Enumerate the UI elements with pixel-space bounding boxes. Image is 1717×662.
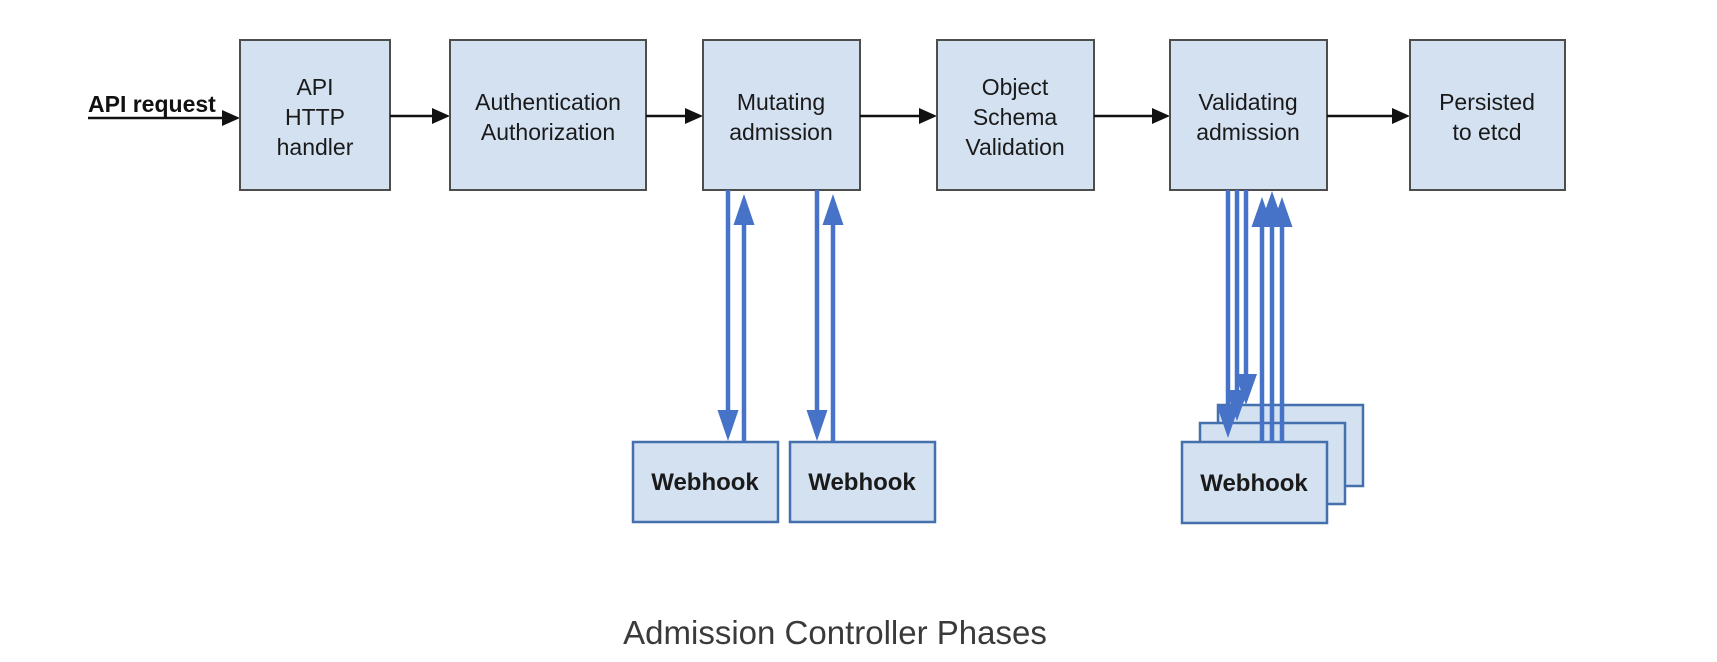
flow-arrow-2 (646, 108, 703, 124)
flow-arrow-4-head-icon (1152, 108, 1170, 124)
mutating-webhook-2-response-head-icon (822, 194, 844, 225)
validating-webhook-1-rect (1180, 440, 1329, 525)
flow-arrow-1-head-icon (432, 108, 450, 124)
validating-webhook-stack: Webhook Webhook Webhook (1180, 403, 1365, 525)
box-schema-line3: Validation (965, 134, 1064, 160)
validating-webhook-1: Webhook (1180, 440, 1329, 525)
diagram-caption: Admission Controller Phases (623, 614, 1047, 651)
box-persisted-to-etcd-rect (1409, 39, 1566, 191)
flow-arrow-3-head-icon (919, 108, 937, 124)
box-validating-admission-rect (1169, 39, 1328, 191)
api-request-arrowhead-icon (222, 110, 240, 126)
mutating-webhook-1-call-head-icon (717, 410, 739, 441)
box-authentication-line1: Authentication (475, 89, 621, 115)
mutating-webhook-2-call-head-icon (806, 410, 828, 441)
box-mutating-line2: admission (729, 119, 833, 145)
box-api-http-handler-line2: HTTP (285, 104, 345, 130)
box-mutating-line1: Mutating (737, 89, 825, 115)
box-persisted-to-etcd: Persisted to etcd (1409, 39, 1566, 191)
api-request-label: API request (88, 91, 216, 117)
box-persisted-line2: to etcd (1452, 119, 1521, 145)
mutating-webhook-1-response-head-icon (733, 194, 755, 225)
mutating-webhook-1-rect (631, 440, 780, 524)
box-validating-line1: Validating (1198, 89, 1297, 115)
mutating-webhook-1-label: Webhook (651, 469, 759, 496)
mutating-webhook-1-response-arrow (733, 194, 755, 442)
box-schema-line1: Object (982, 74, 1049, 100)
flow-arrow-5-head-icon (1392, 108, 1410, 124)
flow-arrow-2-head-icon (685, 108, 703, 124)
validating-response-head-3-icon (1271, 197, 1293, 227)
validating-call-head-3-icon (1235, 374, 1257, 405)
box-api-http-handler-line3: handler (277, 134, 354, 160)
box-object-schema-validation-rect (936, 39, 1095, 191)
mutating-webhook-2-rect (788, 440, 937, 524)
mutating-webhook-2-call-arrow (806, 190, 828, 441)
box-authentication-line2: Authorization (481, 119, 615, 145)
validating-call-head-1-icon (1217, 406, 1239, 438)
mutating-webhook-2-label: Webhook (808, 469, 916, 496)
box-validating-admission: Validating admission (1169, 39, 1328, 191)
flow-arrow-5 (1327, 108, 1410, 124)
box-api-http-handler-line1: API (296, 74, 333, 100)
flow-arrow-3 (860, 108, 937, 124)
box-mutating-admission-rect (702, 39, 861, 191)
box-authentication-authorization: Authentication Authorization (449, 39, 647, 191)
validating-webhook-call-arrows (1217, 190, 1257, 438)
validating-webhook-response-arrows (1251, 191, 1293, 442)
flow-arrow-1 (390, 108, 450, 124)
api-request-arrow: API request (88, 91, 240, 126)
box-persisted-line1: Persisted (1439, 89, 1535, 115)
box-mutating-admission: Mutating admission (702, 39, 861, 191)
validating-webhook-1-label: Webhook (1200, 470, 1308, 497)
box-validating-line2: admission (1196, 119, 1300, 145)
flow-arrow-4 (1094, 108, 1170, 124)
box-object-schema-validation: Object Schema Validation (936, 39, 1095, 191)
mutating-webhook-1-call-arrow (717, 190, 739, 441)
mutating-webhook-2-response-arrow (822, 194, 844, 442)
validating-call-head-2-icon (1226, 390, 1248, 421)
box-authentication-authorization-rect (449, 39, 647, 191)
mutating-webhook-1: Webhook (631, 440, 780, 524)
box-schema-line2: Schema (973, 104, 1058, 130)
box-api-http-handler: API HTTP handler (239, 39, 391, 191)
mutating-webhook-2: Webhook (788, 440, 937, 524)
